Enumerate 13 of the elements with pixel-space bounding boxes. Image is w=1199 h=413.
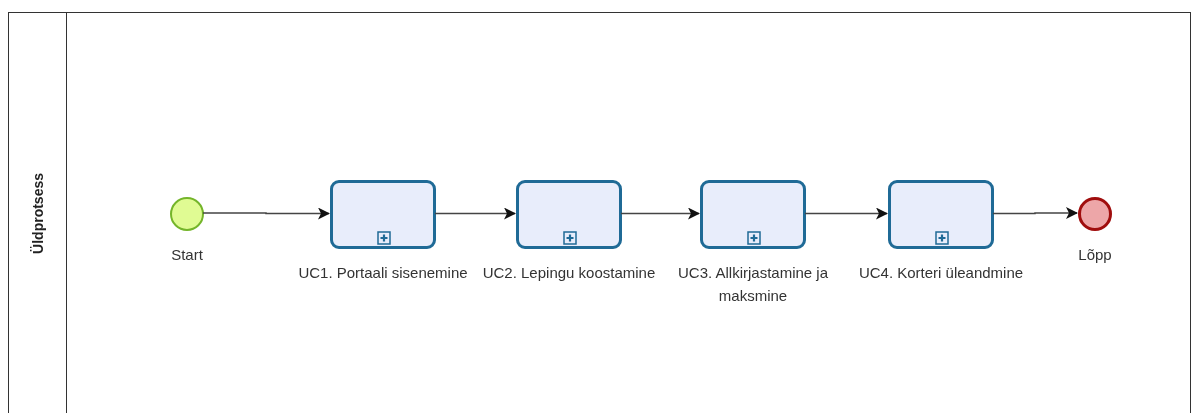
event-label: Start [170, 245, 204, 265]
task-label: UC1. Portaali sisenemine [297, 263, 469, 283]
task-label: UC3. Allkirjastamine ja maksmine [676, 263, 830, 306]
sequence-flow-arrow [202, 207, 330, 220]
sequence-flow-arrow [620, 207, 700, 220]
sequence-flow-arrow [434, 207, 516, 220]
sequence-flow-arrow [804, 207, 888, 220]
pool [8, 12, 1191, 413]
task-label: UC2. Lepingu koostamine [481, 263, 657, 283]
task-label: UC4. Korteri üleandmine [857, 263, 1025, 283]
pool-title: Üldprotsess [29, 172, 46, 254]
sequence-flow-arrow [992, 207, 1078, 219]
event-label: Lõpp [1077, 245, 1113, 265]
